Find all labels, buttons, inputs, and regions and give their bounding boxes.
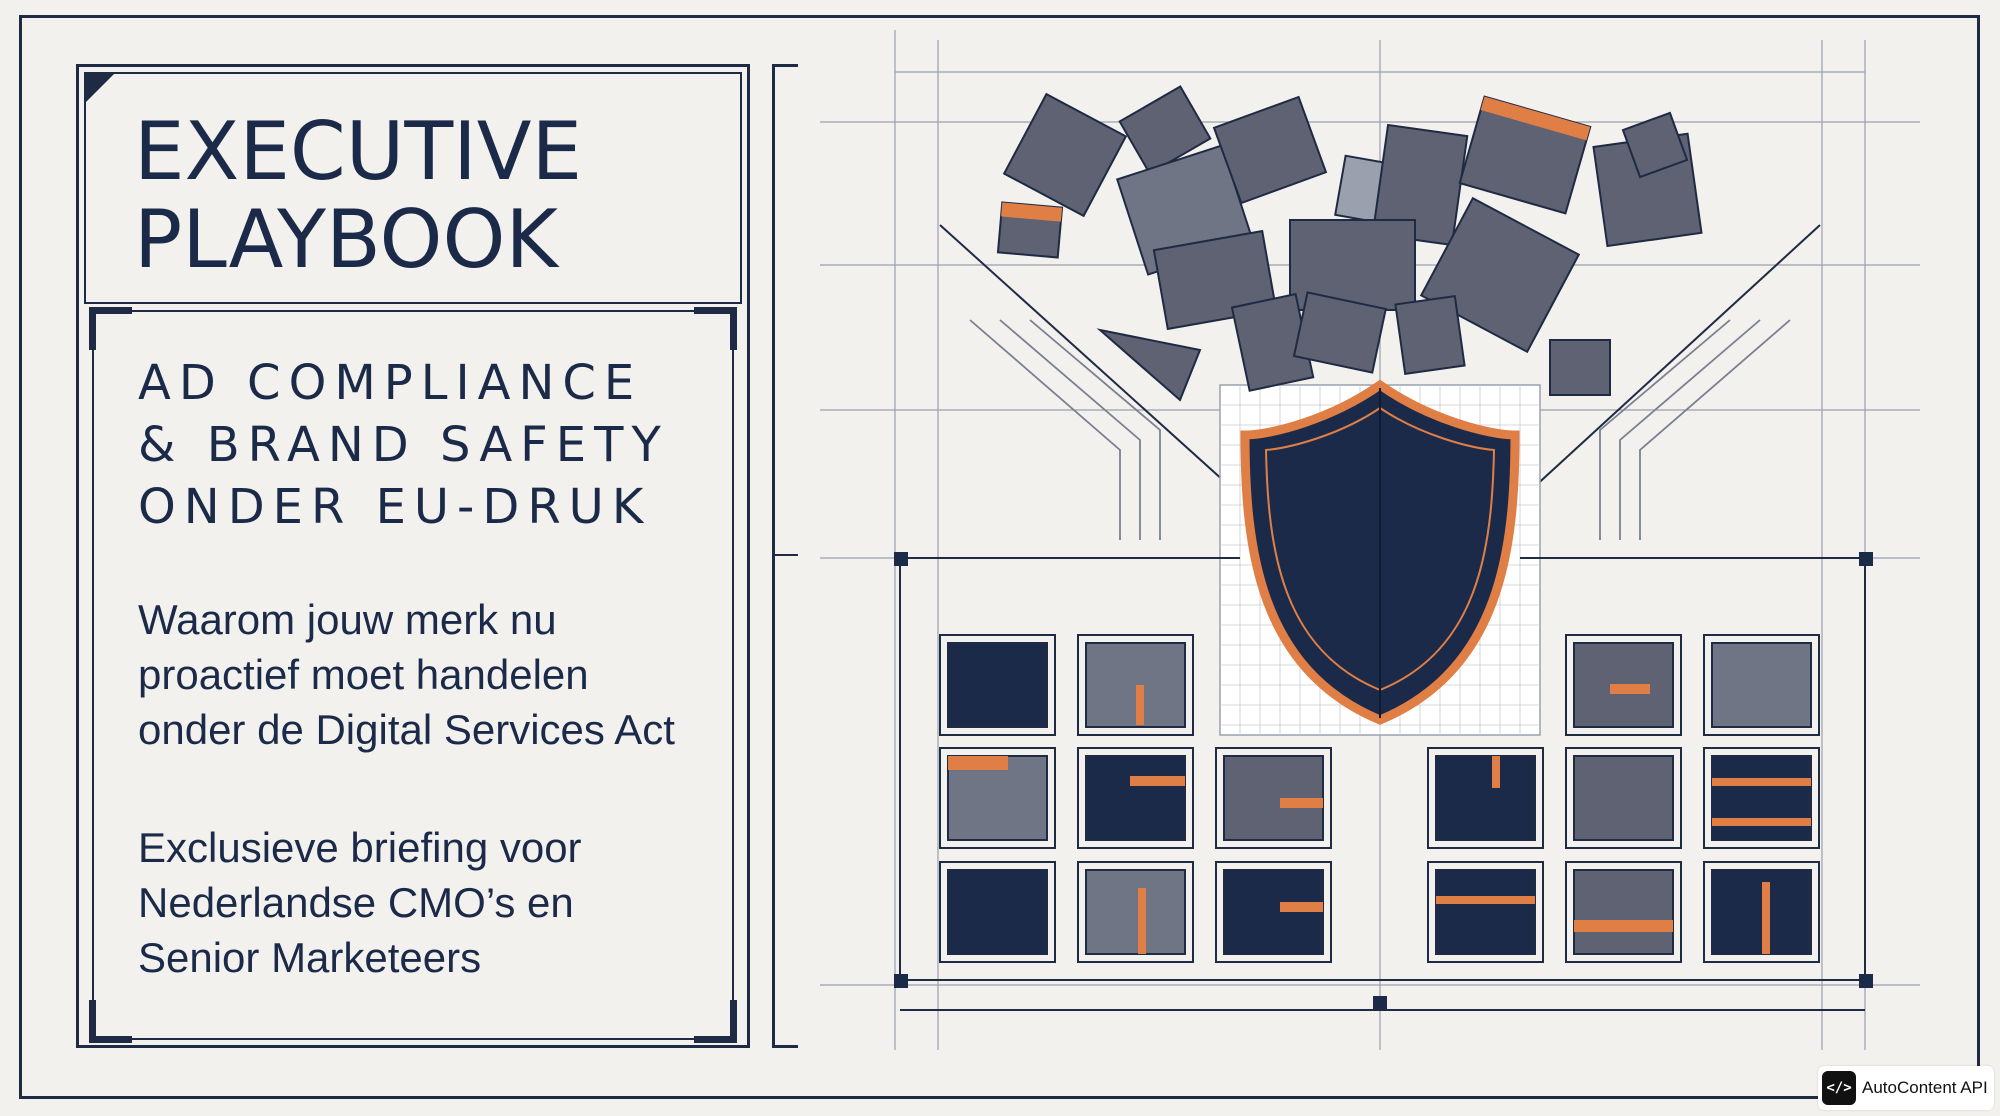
zigzag-connector-lines: [969, 319, 1791, 540]
subtitle-line-3: ONDER EU-DRUK: [138, 479, 652, 535]
side-bracket-tick: [772, 554, 798, 556]
bracket-corner: [694, 307, 737, 350]
subtitle-line-1: AD COMPLIANCE: [138, 355, 643, 411]
tagline-line-3: onder de Digital Services Act: [138, 706, 675, 753]
audience-line-3: Senior Marketeers: [138, 934, 482, 981]
corner-marker: [86, 74, 114, 102]
subtitle: AD COMPLIANCE & BRAND SAFETY ONDER EU-DR…: [138, 352, 669, 538]
side-bracket: [772, 64, 798, 1048]
code-icon: </>: [1822, 1071, 1856, 1105]
audience-line-2: Nederlandse CMO’s en: [138, 879, 574, 926]
audience-line-1: Exclusieve briefing voor: [138, 824, 582, 871]
title-box: EXECUTIVE PLAYBOOK: [84, 72, 742, 304]
bracket-corner: [89, 307, 132, 350]
subtitle-line-2: & BRAND SAFETY: [138, 417, 669, 473]
slide-frame: [19, 15, 1980, 1099]
bracket-corner: [89, 1000, 132, 1043]
badge-label: AutoContent API: [1862, 1078, 1988, 1097]
lower-tile-grid: [939, 634, 1820, 963]
left-panel: [76, 64, 750, 1048]
scattered-tiles: [996, 85, 1703, 402]
autocontent-badge[interactable]: </> AutoContent API: [1818, 1066, 1994, 1110]
shield: [1240, 379, 1520, 725]
content-box: AD COMPLIANCE & BRAND SAFETY ONDER EU-DR…: [89, 307, 737, 1043]
title-line-2: PLAYBOOK: [134, 193, 558, 286]
tile-accents: [948, 684, 1811, 954]
audience-text: Exclusieve briefing voor Nederlandse CMO…: [138, 820, 582, 985]
rotated-guide-lines: [939, 224, 1821, 501]
title-line-1: EXECUTIVE: [134, 105, 583, 198]
circuit-nodes: [894, 552, 1873, 1010]
bracket-corner: [694, 1000, 737, 1043]
page-title: EXECUTIVE PLAYBOOK: [134, 108, 582, 284]
tagline-line-1: Waarom jouw merk nu: [138, 596, 557, 643]
blueprint-illustration: [820, 30, 1920, 1050]
tagline: Waarom jouw merk nu proactief moet hande…: [138, 592, 675, 757]
tagline-line-2: proactief moet handelen: [138, 651, 589, 698]
